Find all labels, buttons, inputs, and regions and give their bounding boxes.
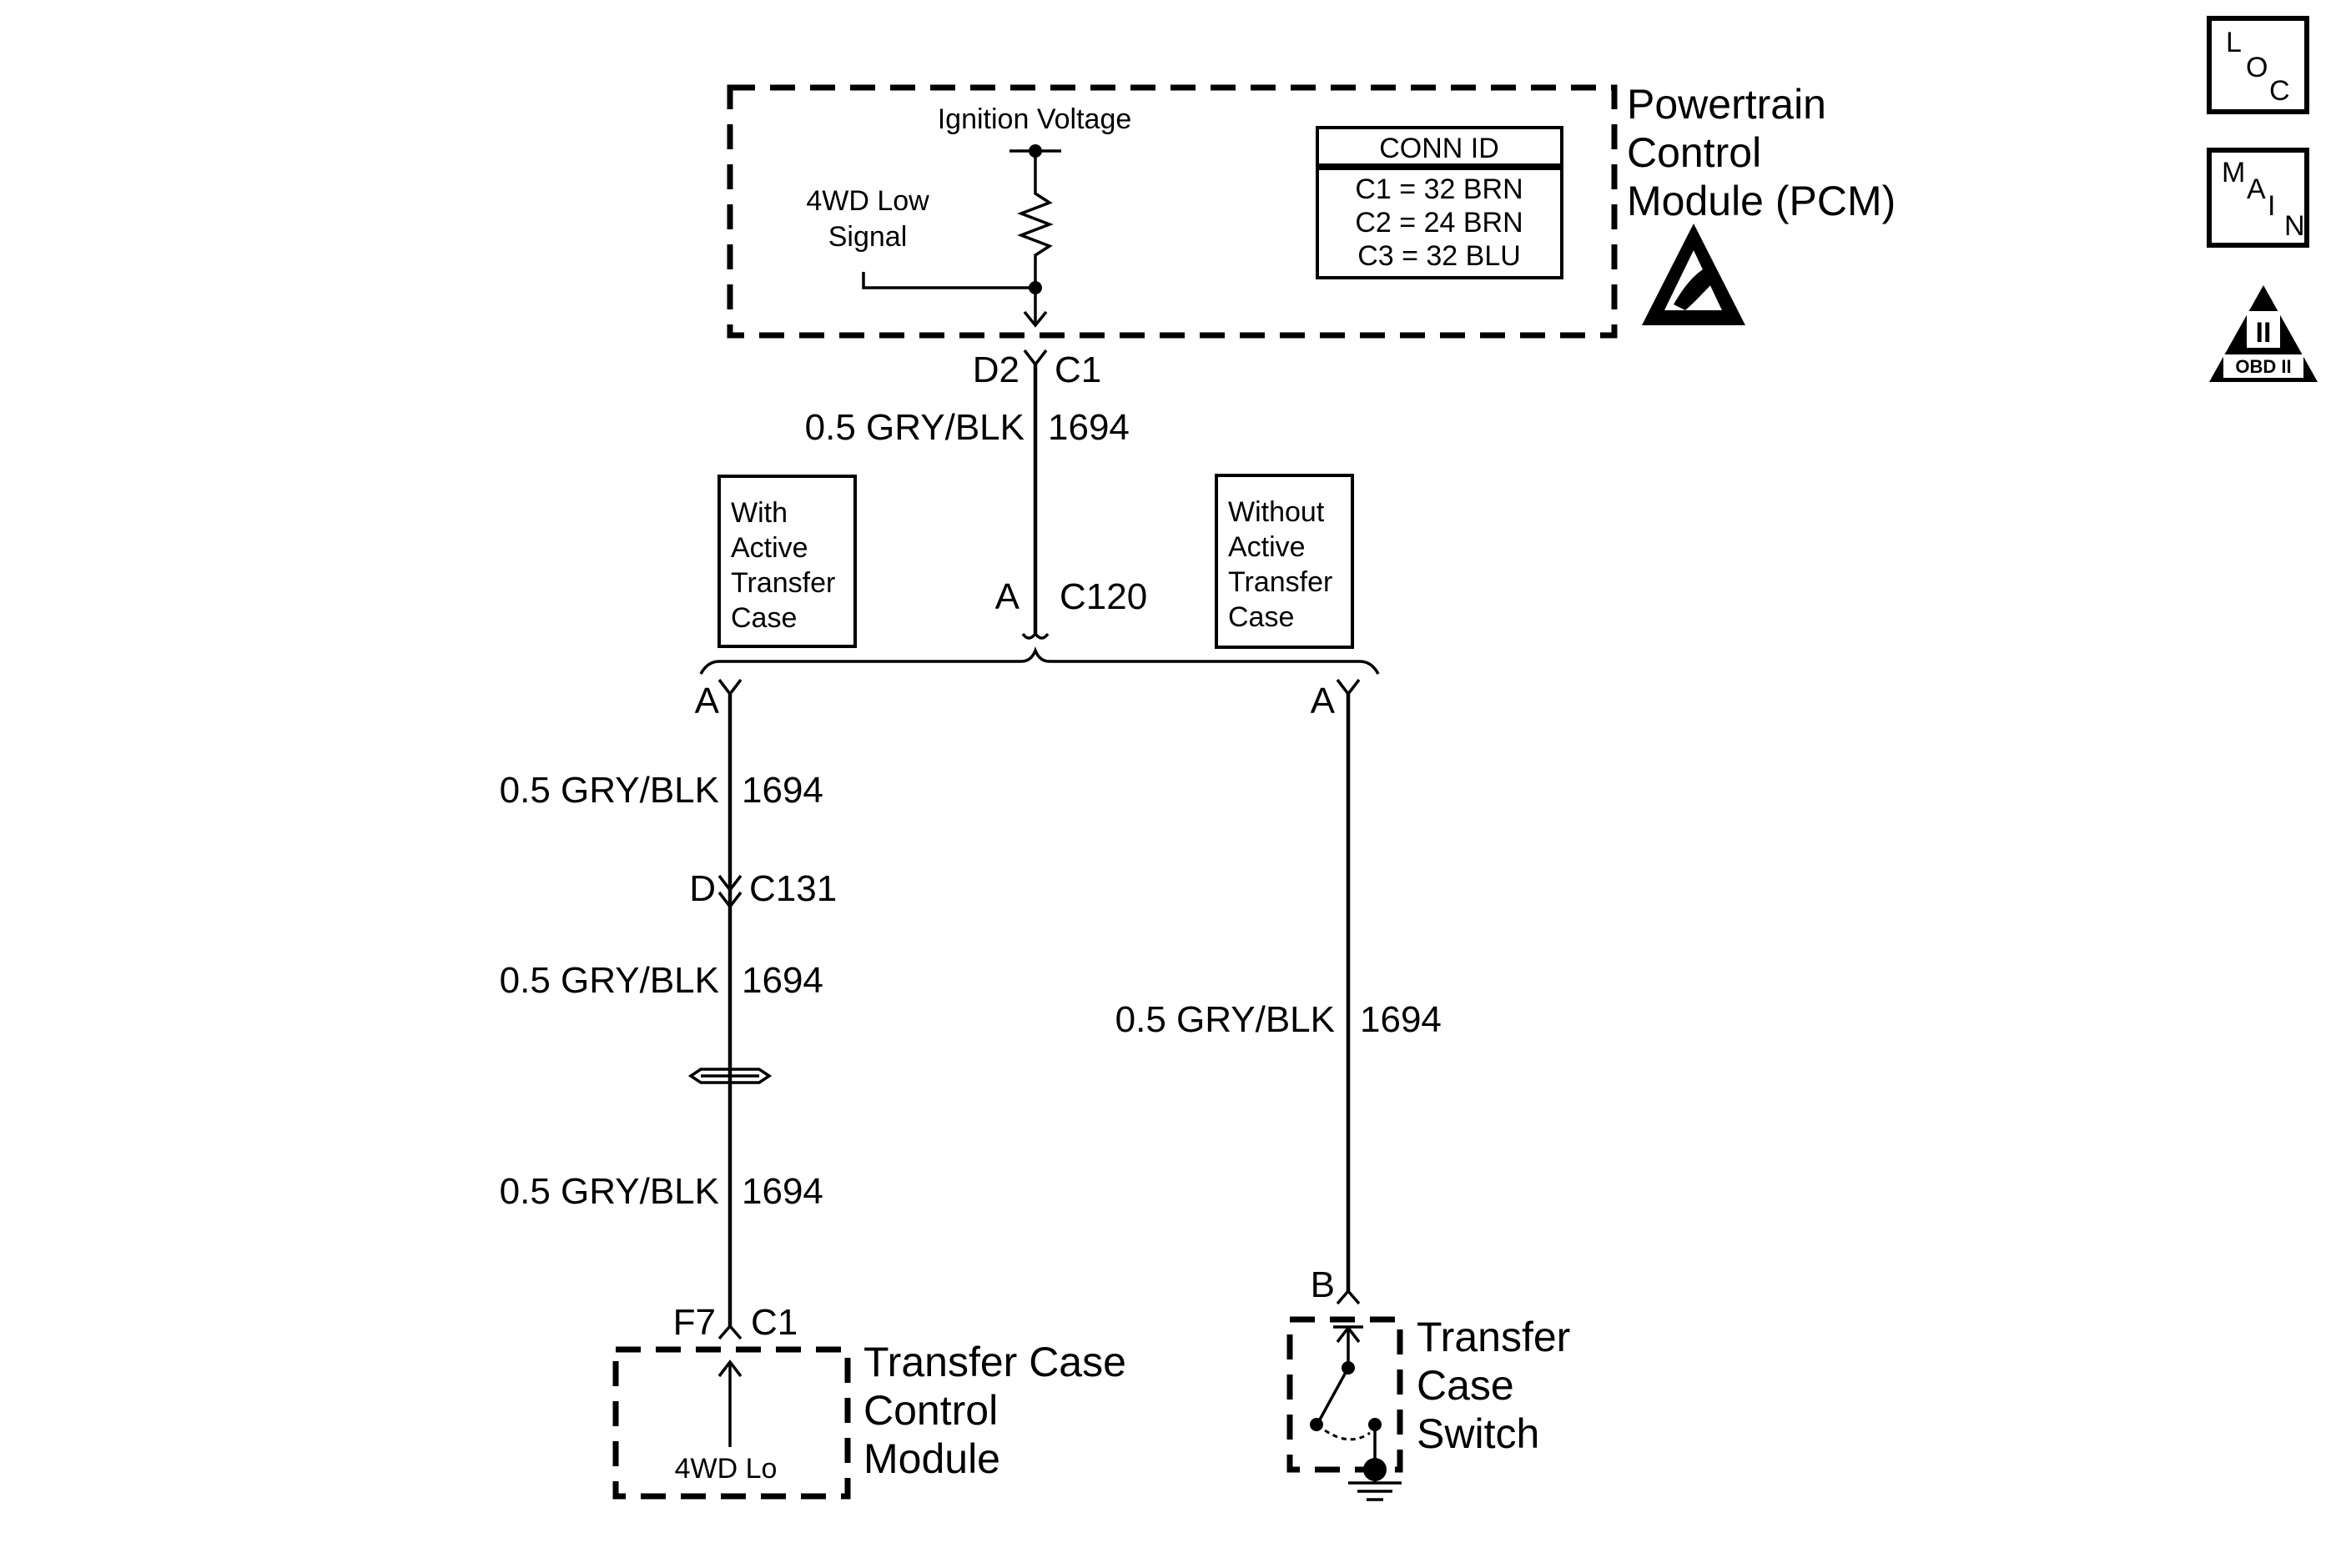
switch-travel-dashed-arc [1324, 1429, 1371, 1441]
loc-nav-icon[interactable]: L O C [2207, 16, 2309, 114]
c131-connector-label: C131 [749, 868, 837, 909]
svg-text:L: L [2226, 27, 2242, 58]
tccm-title-line3: Module [863, 1435, 1000, 1482]
ground-icon [1348, 1470, 1402, 1501]
option-with-active-transfer-case: With Active Transfer Case [717, 475, 857, 648]
tccm-pin-label: F7 [673, 1302, 716, 1343]
c120-connector: A C120 [995, 576, 1147, 640]
switch-connector-b: B [1311, 1264, 1361, 1305]
option-split-bus [699, 646, 1380, 675]
signal-label-line2: Signal [828, 221, 908, 253]
tccm-signal-label: 4WD Lo [675, 1453, 778, 1485]
tccm-title-line2: Control [863, 1387, 998, 1434]
tccm-output-arrow-icon [717, 1359, 743, 1378]
wire-gauge-color-label: 0.5 GRY/BLK [500, 1171, 719, 1212]
conn-id-row: C1 = 32 BRN [1355, 173, 1523, 205]
option-with-line4: Case [731, 602, 797, 634]
wire-circuit-label: 1694 [742, 960, 823, 1001]
option-without-line2: Active [1228, 531, 1306, 563]
transfer-case-switch: Transfer Case Switch [1286, 1314, 1570, 1501]
option-with-line1: With [731, 497, 788, 529]
conn-id-row: C3 = 32 BLU [1357, 240, 1521, 272]
wire-gauge-color-label: 0.5 GRY/BLK [500, 770, 719, 811]
switch-title-line3: Switch [1417, 1410, 1539, 1457]
pcm-connector-label: C1 [1055, 349, 1101, 390]
tccm-connector-f7-c1: F7 C1 [673, 1302, 798, 1343]
svg-text:N: N [2284, 210, 2305, 242]
option-without-active-transfer-case: Without Active Transfer Case [1215, 474, 1354, 649]
svg-text:OBD II: OBD II [2235, 356, 2291, 377]
option-without-line3: Transfer [1228, 566, 1332, 598]
inline-splice-pack-icon [687, 1068, 773, 1084]
left-branch-pin-label: A [695, 681, 720, 721]
ignition-voltage-label: Ignition Voltage [938, 103, 1132, 135]
svg-text:C: C [2269, 75, 2290, 107]
signal-label-line1: 4WD Low [806, 185, 929, 217]
option-with-line3: Transfer [731, 567, 835, 599]
right-branch-pin-label: A [1311, 681, 1336, 721]
pcm-module: Ignition Voltage 4WD Low Signal CONN ID … [727, 81, 1895, 339]
pcm-title-line2: Control [1627, 129, 1761, 176]
tccm-title-line1: Transfer Case [863, 1339, 1126, 1385]
wire-circuit-label: 1694 [1048, 407, 1130, 448]
wire-circuit-label: 1694 [742, 770, 823, 811]
c120-pin-label: A [995, 576, 1020, 617]
pcm-input-arrow-icon [1023, 310, 1048, 328]
tccm-connector-label: C1 [751, 1302, 798, 1343]
obd-ii-icon: II OBD II [2209, 285, 2318, 382]
conn-id-row: C2 = 24 BRN [1355, 207, 1523, 239]
switch-title-line1: Transfer [1417, 1314, 1570, 1360]
signal-line [862, 272, 1035, 289]
svg-text:M: M [2222, 157, 2245, 188]
switch-pin-label: B [1311, 1264, 1335, 1305]
svg-text:I: I [2268, 190, 2275, 222]
svg-text:O: O [2246, 52, 2268, 83]
pcm-title-line3: Module (PCM) [1627, 178, 1895, 224]
pcm-pin-label: D2 [973, 349, 1019, 390]
switch-dashed-outline [1286, 1316, 1403, 1473]
wire-gauge-color-label: 0.5 GRY/BLK [805, 407, 1025, 448]
conn-id-header: CONN ID [1379, 133, 1499, 164]
wire-circuit-label: 1694 [742, 1171, 823, 1212]
conn-id-table: CONN ID C1 = 32 BRN C2 = 24 BRN C3 = 32 … [1316, 126, 1563, 279]
c131-connector: D C131 [689, 868, 837, 909]
pcm-dashed-outline [727, 84, 1618, 339]
transfer-case-control-module: 4WD Lo Transfer Case Control Module [612, 1339, 1126, 1500]
pcm-title-line1: Powertrain [1627, 81, 1826, 128]
switch-input-arrow-icon [1336, 1325, 1361, 1344]
c131-pin-label: D [689, 868, 716, 909]
wire-gauge-color-label: 0.5 GRY/BLK [500, 960, 719, 1001]
wire-circuit-label: 1694 [1360, 999, 1442, 1040]
wire-gauge-color-label: 0.5 GRY/BLK [1115, 999, 1335, 1040]
svg-text:II: II [2256, 317, 2272, 349]
tccm-dashed-outline [612, 1346, 851, 1500]
esd-warning-icon [1642, 224, 1745, 325]
option-without-line4: Case [1228, 601, 1294, 633]
pullup-resistor-icon [1017, 151, 1054, 288]
switch-contact-arm [1318, 1367, 1350, 1420]
left-branch-connector-a: A [695, 678, 743, 721]
switch-title-line2: Case [1417, 1362, 1514, 1409]
c120-connector-label: C120 [1060, 576, 1147, 617]
main-nav-icon[interactable]: M A I N [2207, 148, 2309, 248]
option-without-line1: Without [1228, 496, 1325, 528]
svg-text:A: A [2247, 173, 2266, 205]
option-with-line2: Active [731, 532, 808, 564]
right-branch-connector-a: A [1311, 678, 1361, 721]
